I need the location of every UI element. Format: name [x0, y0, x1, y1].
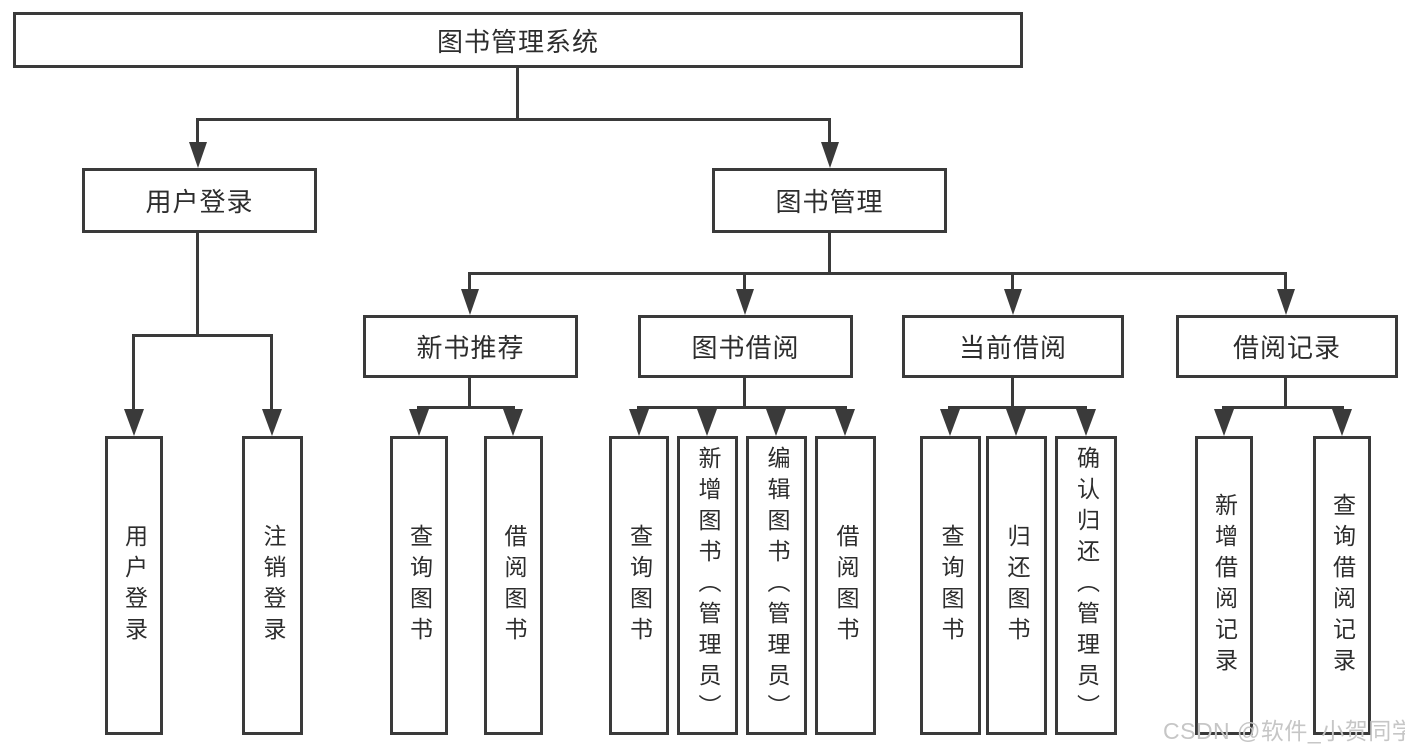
arrowhead-down — [262, 409, 282, 436]
connector-vline — [828, 233, 831, 275]
arrowhead-down — [1004, 289, 1022, 315]
arrowhead-down — [835, 409, 855, 436]
connector-hline — [637, 406, 847, 409]
leaf-query-borrow-record: 查询借阅记录 — [1313, 436, 1371, 735]
node-book-management: 图书管理 — [712, 168, 947, 233]
connector-vline — [1284, 378, 1287, 408]
connector-vline — [743, 272, 746, 292]
leaf-query-books-recommend: 查询图书 — [390, 436, 448, 735]
arrowhead-down — [189, 142, 207, 168]
leaf-return-books: 归还图书 — [986, 436, 1047, 735]
connector-vline — [196, 233, 199, 337]
node-book-borrow: 图书借阅 — [638, 315, 853, 378]
leaf-borrow-books: 借阅图书 — [815, 436, 876, 735]
node-current-borrow: 当前借阅 — [902, 315, 1124, 378]
leaf-user-login: 用户登录 — [105, 436, 163, 735]
connector-vline — [1011, 378, 1014, 408]
node-user-login: 用户登录 — [82, 168, 317, 233]
node-borrow-records: 借阅记录 — [1176, 315, 1398, 378]
arrowhead-down — [1006, 409, 1026, 436]
arrowhead-down — [409, 409, 429, 436]
connector-hline — [1222, 406, 1344, 409]
leaf-edit-books-admin: 编辑图书（管理员） — [746, 436, 807, 735]
arrowhead-down — [821, 142, 839, 168]
connector-vline — [743, 378, 746, 408]
connector-vline — [132, 334, 135, 409]
csdn-watermark: CSDN @软件_小贺同学 — [1163, 718, 1405, 744]
connector-hline — [132, 334, 273, 337]
arrowhead-down — [1214, 409, 1234, 436]
connector-hline — [197, 118, 831, 121]
arrowhead-down — [629, 409, 649, 436]
arrowhead-down — [124, 409, 144, 436]
leaf-add-borrow-record: 新增借阅记录 — [1195, 436, 1253, 735]
connector-hline — [469, 272, 1287, 275]
leaf-query-books-borrow: 查询图书 — [609, 436, 669, 735]
connector-vline — [270, 334, 273, 409]
node-new-book-recommend: 新书推荐 — [363, 315, 578, 378]
leaf-confirm-return-admin: 确认归还（管理员） — [1055, 436, 1117, 735]
leaf-logout: 注销登录 — [242, 436, 303, 735]
arrowhead-down — [1332, 409, 1352, 436]
leaf-add-books-admin: 新增图书（管理员） — [677, 436, 738, 735]
connector-vline — [468, 272, 471, 292]
connector-hline — [417, 406, 515, 409]
arrowhead-down — [766, 409, 786, 436]
connector-vline — [516, 68, 519, 118]
connector-vline — [468, 378, 471, 408]
leaf-borrow-books-recommend: 借阅图书 — [484, 436, 543, 735]
arrowhead-down — [736, 289, 754, 315]
arrowhead-down — [461, 289, 479, 315]
arrowhead-down — [940, 409, 960, 436]
leaf-query-books-current: 查询图书 — [920, 436, 981, 735]
arrowhead-down — [503, 409, 523, 436]
connector-hline — [948, 406, 1087, 409]
connector-vline — [828, 118, 831, 144]
arrowhead-down — [697, 409, 717, 436]
arrowhead-down — [1076, 409, 1096, 436]
connector-vline — [1284, 272, 1287, 292]
connector-vline — [196, 118, 199, 144]
node-library-system: 图书管理系统 — [13, 12, 1023, 68]
connector-vline — [1011, 272, 1014, 292]
arrowhead-down — [1277, 289, 1295, 315]
